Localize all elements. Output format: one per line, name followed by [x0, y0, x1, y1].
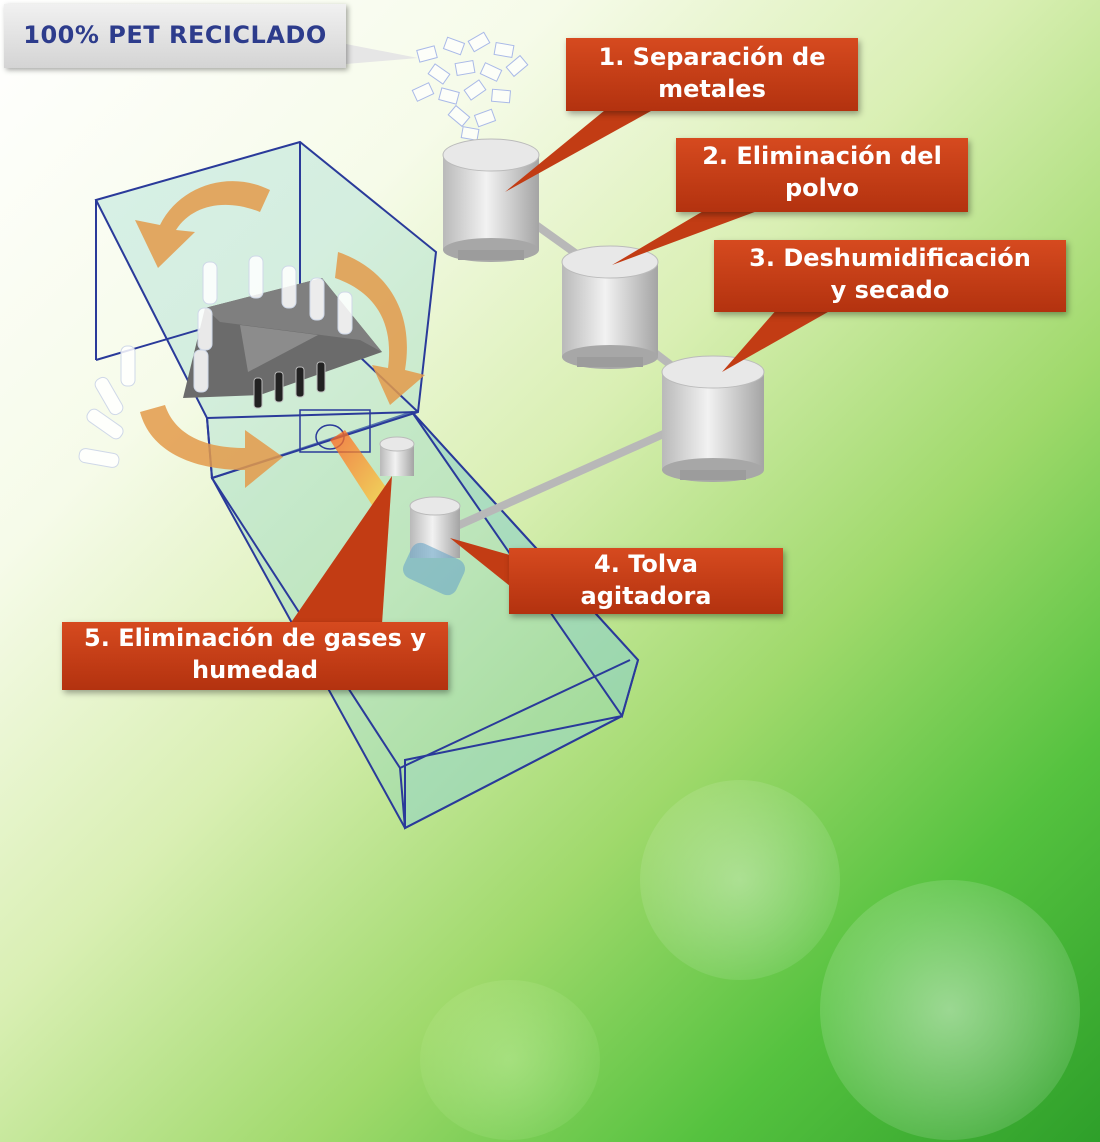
step-2-line2: polvo [784, 174, 860, 202]
step-2-line1: 2. Eliminación del [702, 142, 942, 170]
arrow-top [135, 181, 270, 268]
step-5-line1: 5. Eliminación de gases y [84, 624, 426, 652]
step-1-line1: 1. Separación de [598, 43, 826, 71]
step-3-label: 3. Deshumidificación y secado [714, 240, 1066, 312]
bottles [78, 255, 353, 468]
pet-recycled-badge: 100% PET RECICLADO [4, 4, 346, 68]
callout-pointers [290, 106, 835, 624]
step-1-label: 1. Separación de metales [566, 38, 858, 111]
step-1-line2: metales [658, 75, 766, 103]
nozzle [299, 409, 388, 505]
step-4-line1: 4. Tolva [594, 550, 698, 578]
step-5-line2: humedad [191, 656, 318, 684]
arrow-right [335, 252, 425, 405]
tank-degassing [379, 436, 415, 476]
tank-dehumidifier [661, 355, 765, 482]
step-4-line2: agitadora [580, 582, 712, 610]
circulation-arrows [135, 181, 425, 488]
step-3-line1: 3. Deshumidificación [749, 244, 1031, 272]
tank-metal-separation [442, 138, 540, 262]
badge-text: 100% PET RECICLADO [23, 21, 327, 49]
step-2-label: 2. Eliminación del polvo [676, 138, 968, 212]
badge-pointer [346, 44, 418, 64]
extruder-block [183, 278, 382, 409]
tank-agitator [402, 496, 466, 596]
arrow-bottom [140, 405, 283, 488]
step-5-label: 5. Eliminación de gases y humedad [62, 622, 448, 690]
step-4-label: 4. Tolva agitadora [509, 548, 783, 614]
tank-dust-removal [561, 245, 659, 369]
step-3-line2: y secado [830, 276, 950, 304]
